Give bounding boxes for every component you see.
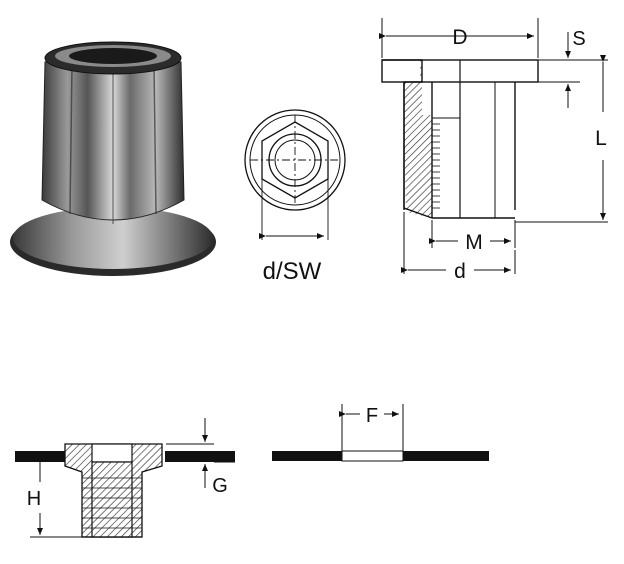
- rivet-nut-photo: [10, 41, 216, 276]
- d-label: d: [454, 260, 466, 283]
- L-label: L: [595, 127, 607, 150]
- d-sw-label: d/SW: [263, 258, 322, 285]
- S-label: S: [572, 28, 585, 50]
- G-label: G: [212, 475, 228, 497]
- F-label: F: [366, 405, 378, 427]
- section-view-diagram: [379, 18, 608, 274]
- D-label: D: [452, 26, 467, 49]
- end-view-diagram: [244, 109, 346, 240]
- sheet-hole-diagram: [272, 404, 489, 462]
- M-label: M: [465, 231, 483, 254]
- H-label: H: [27, 488, 41, 510]
- installed-rivet-nut-diagram: [15, 418, 235, 538]
